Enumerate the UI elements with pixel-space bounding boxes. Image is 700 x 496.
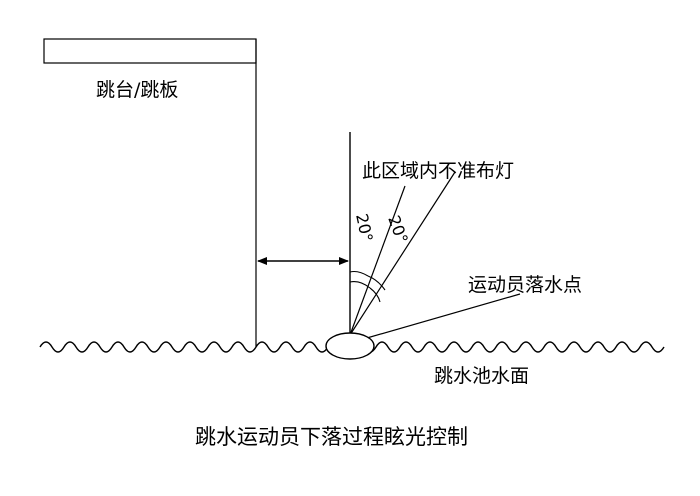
angle-label-2: 20°	[384, 213, 412, 246]
entry-point-label: 运动员落水点	[468, 274, 582, 296]
diagram-caption: 跳水运动员下落过程眩光控制	[195, 425, 468, 449]
entry-splash	[325, 332, 375, 360]
angle-arc-2	[367, 275, 386, 291]
water-surface-label: 跳水池水面	[434, 365, 529, 387]
platform-label: 跳台/跳板	[96, 79, 178, 101]
angle-label-1: 20°	[352, 212, 376, 244]
entry-point-leader-line	[359, 293, 521, 341]
angle-boundary-line-1	[349, 185, 406, 336]
diving-platform	[43, 38, 257, 64]
angle-arc-4	[369, 287, 381, 303]
angle-arc-3	[349, 281, 371, 289]
angle-arc-1	[349, 270, 369, 277]
angle-boundary-line-2	[349, 171, 456, 336]
no-light-zone-label: 此区域内不准布灯	[362, 160, 514, 182]
